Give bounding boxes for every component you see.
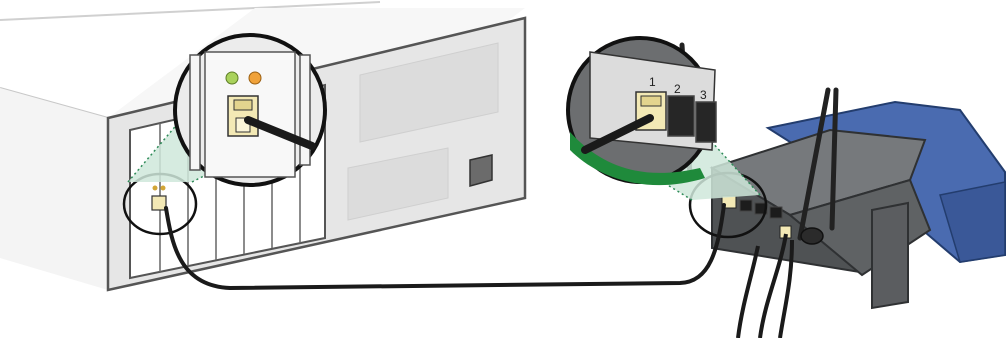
router-port-callout: 1 2 3 xyxy=(568,38,760,200)
pc-port-jack-small xyxy=(152,196,166,210)
router-stand xyxy=(872,203,908,308)
port-label-2: 2 xyxy=(674,82,681,96)
pc-power-socket xyxy=(470,155,492,186)
router-port-3 xyxy=(696,102,716,142)
pc-led-green xyxy=(226,72,238,84)
pc-led-orange xyxy=(249,72,261,84)
port-label-3: 3 xyxy=(700,88,707,102)
pc-led-small-2 xyxy=(161,186,166,191)
port-label-1: 1 xyxy=(649,75,656,89)
router-extra-cable xyxy=(738,246,758,338)
pc-rj45-jack xyxy=(228,96,258,136)
pc-led-small-1 xyxy=(153,186,158,191)
pc-side-panel xyxy=(0,88,108,290)
router-port-2 xyxy=(668,96,694,136)
